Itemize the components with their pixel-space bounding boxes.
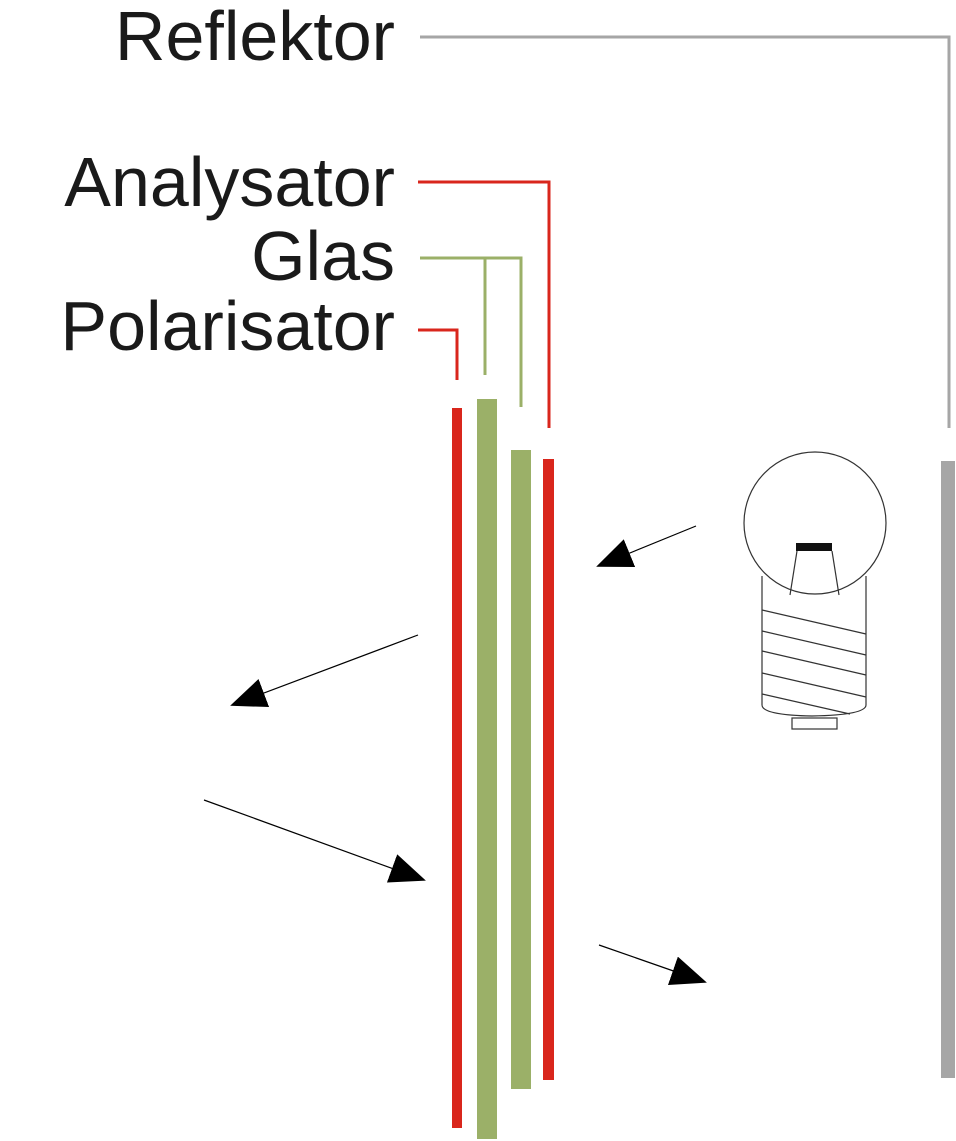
analyzer-plate: [543, 459, 554, 1080]
label-polarizer: Polarisator: [60, 287, 395, 365]
arrow-icon: [596, 525, 697, 568]
arrow-icon: [230, 634, 419, 708]
leader-polarizer: [418, 328, 459, 380]
label-reflector: Reflektor: [115, 0, 395, 75]
leader-reflector: [420, 35, 951, 428]
label-glass: Glas: [251, 217, 395, 295]
label-analyzer: Analysator: [64, 143, 395, 221]
arrow-icon: [203, 799, 426, 883]
leader-glass: [420, 256, 523, 407]
reflector-plate: [941, 461, 955, 1078]
glass-plate-back: [511, 450, 531, 1089]
light-bulb-icon: [743, 451, 887, 730]
arrow-icon: [598, 944, 707, 985]
leader-analyzer: [418, 180, 551, 428]
polarizer-plate: [452, 408, 462, 1128]
glass-plate-front: [477, 399, 497, 1139]
